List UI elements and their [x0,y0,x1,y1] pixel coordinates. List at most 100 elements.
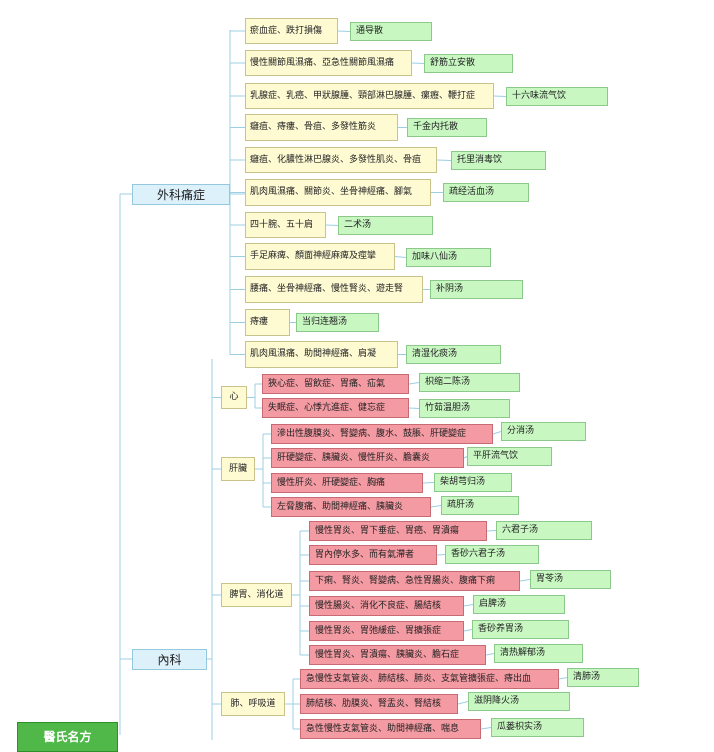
symptom-box[interactable]: 腰痛、坐骨神經痛、慢性腎炎、遊走腎 [245,276,423,303]
remedy-box-label: 胃苓汤 [536,574,564,584]
remedy-box-label: 清热解郁汤 [500,648,546,658]
symptom-box[interactable]: 急性慢性支氣管炎、助間神經痛、喘息 [300,719,481,739]
symptom-box-label: 癰疽、化膿性淋巴腺炎、多發性肌炎、骨疽 [250,154,422,165]
category-surgery[interactable]: 外科痛症 [132,184,230,205]
group-box[interactable]: 肝臟 [221,457,255,481]
symptom-box-label: 乳腺症、乳癌、甲狀腺腫、頸部淋巴腺腫、瘰癧、鞭打症 [250,90,476,101]
remedy-box-label: 平肝流气饮 [473,451,519,461]
connector-line [480,727,492,730]
symptom-box[interactable]: 肺結核、肋膜炎、腎盂炎、腎結核 [300,694,458,714]
remedy-box-label: 启脾汤 [479,599,507,609]
remedy-box[interactable]: 启脾汤 [473,595,565,614]
symptom-box[interactable]: 急慢性支氣管炎、肺結核、肺炎、支氣管擴張症、痔出血 [300,669,559,689]
remedy-box[interactable]: 托里消毒饮 [451,151,546,170]
remedy-box[interactable]: 六君子汤 [496,521,592,540]
remedy-box[interactable]: 枳缩二陈汤 [419,373,520,392]
symptom-box[interactable]: 慢性胃炎、胃下垂症、胃癌、胃潰瘍 [309,521,487,541]
remedy-box[interactable]: 十六味流气饮 [506,87,608,106]
symptom-box[interactable]: 慢性腸炎、消化不良症、腸結核 [309,596,464,616]
symptom-box[interactable]: 下痢、腎炎、腎變病、急性胃腸炎、腹痛下痢 [309,571,520,591]
connector-line [463,604,474,607]
symptom-box-label: 急性慢性支氣管炎、助間神經痛、喘息 [306,723,460,734]
remedy-box[interactable]: 竹茹温胆汤 [419,399,510,418]
connector-line [492,431,502,435]
connector-line [408,407,420,409]
remedy-box[interactable]: 香砂六君子汤 [445,545,539,564]
symptom-box-label: 癰疽、痔瘻、骨疽、多發性筋炎 [250,122,377,132]
remedy-box[interactable]: 胃苓汤 [530,570,611,589]
symptom-box[interactable]: 滲出性腹膜炎、腎變病、腹水、鼓脹、肝硬變症 [271,424,493,444]
symptom-box[interactable]: 乳腺症、乳癌、甲狀腺腫、頸部淋巴腺腫、瘰癧、鞭打症 [245,83,494,109]
root-node[interactable]: 醫氏名方 [17,722,118,752]
symptom-box-label: 狹心症、留飲症、胃痛、疝氣 [268,378,386,389]
remedy-box-label: 枳缩二陈汤 [425,377,471,387]
category-internal[interactable]: 內科 [132,649,207,670]
symptom-box[interactable]: 慢性肝炎、肝硬變症、胸痛 [271,473,423,493]
remedy-box[interactable]: 香砂养胃汤 [472,620,569,639]
remedy-box[interactable]: 清热解郁汤 [494,644,583,663]
connector-line [463,456,468,459]
connector-line [493,95,507,97]
remedy-box[interactable]: 清肺汤 [567,668,639,687]
remedy-box-label: 疏经活血汤 [449,187,495,197]
symptom-box[interactable]: 慢性胃炎、胃潰瘍、胰臟炎、膽石症 [309,645,486,665]
remedy-box[interactable]: 加味八仙汤 [406,248,491,267]
group-box-label: 肝臟 [228,463,247,474]
symptom-box[interactable]: 痔瘻 [245,309,290,336]
symptom-box-label: 腰痛、坐骨神經痛、慢性腎炎、遊走腎 [250,284,404,294]
remedy-box[interactable]: 二术汤 [338,216,433,235]
symptom-box-label: 慢性胃炎、胃潰瘍、胰臟炎、膽石症 [315,649,460,660]
connector-line [463,629,473,632]
group-box-label: 脾胃、消化道 [229,589,284,600]
symptom-box[interactable]: 狹心症、留飲症、胃痛、疝氣 [262,374,409,394]
symptom-box-label: 肌肉風濕痛、助間神經痛、肩凝 [250,349,377,359]
symptom-box-label: 四十腕、五十肩 [250,219,314,230]
remedy-box[interactable]: 瓜蒌枳实汤 [491,718,584,737]
remedy-box[interactable]: 补阴汤 [430,280,523,299]
symptom-box[interactable]: 肝硬變症、胰臟炎、慢性肝炎、膽囊炎 [271,448,464,468]
symptom-box-label: 肌肉風濕痛、關節炎、坐骨神經痛、腳氣 [250,187,413,197]
connector-line [486,530,497,532]
remedy-box[interactable]: 舒筋立安散 [424,54,513,73]
remedy-box-label: 通导散 [356,26,384,36]
group-box[interactable]: 脾胃、消化道 [221,583,292,607]
symptom-box[interactable]: 慢性胃炎、胃弛緩症、胃擴張症 [309,621,464,641]
symptom-box-label: 慢性胃炎、胃弛緩症、胃擴張症 [315,625,442,636]
symptom-box[interactable]: 肌肉風濕痛、助間神經痛、肩凝 [245,341,398,368]
remedy-box[interactable]: 疏肝汤 [441,496,519,515]
symptom-box-label: 慢性胃炎、胃下垂症、胃癌、胃潰瘍 [315,525,460,536]
symptom-box[interactable]: 肌肉風濕痛、關節炎、坐骨神經痛、腳氣 [245,179,431,206]
remedy-box[interactable]: 疏经活血汤 [443,183,529,202]
remedy-box[interactable]: 柴胡芎归汤 [434,473,512,492]
remedy-box[interactable]: 清湿化痰汤 [406,345,501,364]
group-box[interactable]: 心 [221,386,247,409]
remedy-box-label: 当归连翘汤 [302,317,348,327]
symptom-box[interactable]: 失眠症、心悸亢進症、健忘症 [262,398,409,418]
symptom-box[interactable]: 四十腕、五十肩 [245,212,326,238]
remedy-box[interactable]: 平肝流气饮 [467,447,552,466]
symptom-box[interactable]: 手足麻痺、顏面神經麻痺及痙攣 [245,243,395,270]
symptom-box[interactable]: 癰疽、化膿性淋巴腺炎、多發性肌炎、骨疽 [245,147,437,173]
remedy-box-label: 瓜蒌枳实汤 [497,722,543,732]
symptom-box[interactable]: 胃內停水多、而有氣滯者 [309,545,437,565]
symptom-box-label: 肺結核、肋膜炎、腎盂炎、腎結核 [306,698,442,709]
symptom-box-label: 下痢、腎炎、腎變病、急性胃腸炎、腹痛下痢 [315,575,496,586]
remedy-box[interactable]: 千金内托散 [407,118,487,137]
connector-line [558,677,568,680]
symptom-box-label: 急慢性支氣管炎、肺結核、肺炎、支氣管擴張症、痔出血 [306,673,532,684]
remedy-box[interactable]: 当归连翘汤 [296,313,379,332]
remedy-box[interactable]: 分消汤 [501,422,586,441]
remedy-box-label: 十六味流气饮 [512,91,567,101]
root-node-label: 醫氏名方 [43,730,92,744]
connector-line [411,62,425,64]
remedy-box[interactable]: 通导散 [350,22,432,41]
group-box[interactable]: 肺、呼吸道 [221,692,285,716]
connector-line [422,482,435,484]
remedy-box-label: 六君子汤 [502,525,539,535]
remedy-box-label: 清湿化痰汤 [412,349,458,359]
symptom-box[interactable]: 瘀血症、跌打損傷 [245,18,338,44]
symptom-box[interactable]: 左脅腹痛、助間神經痛、胰臟炎 [271,497,431,517]
symptom-box[interactable]: 癰疽、痔瘻、骨疽、多發性筋炎 [245,114,398,141]
symptom-box[interactable]: 慢性關節風濕痛、亞急性關節風濕痛 [245,50,412,76]
remedy-box[interactable]: 滋阴降火汤 [468,692,570,711]
